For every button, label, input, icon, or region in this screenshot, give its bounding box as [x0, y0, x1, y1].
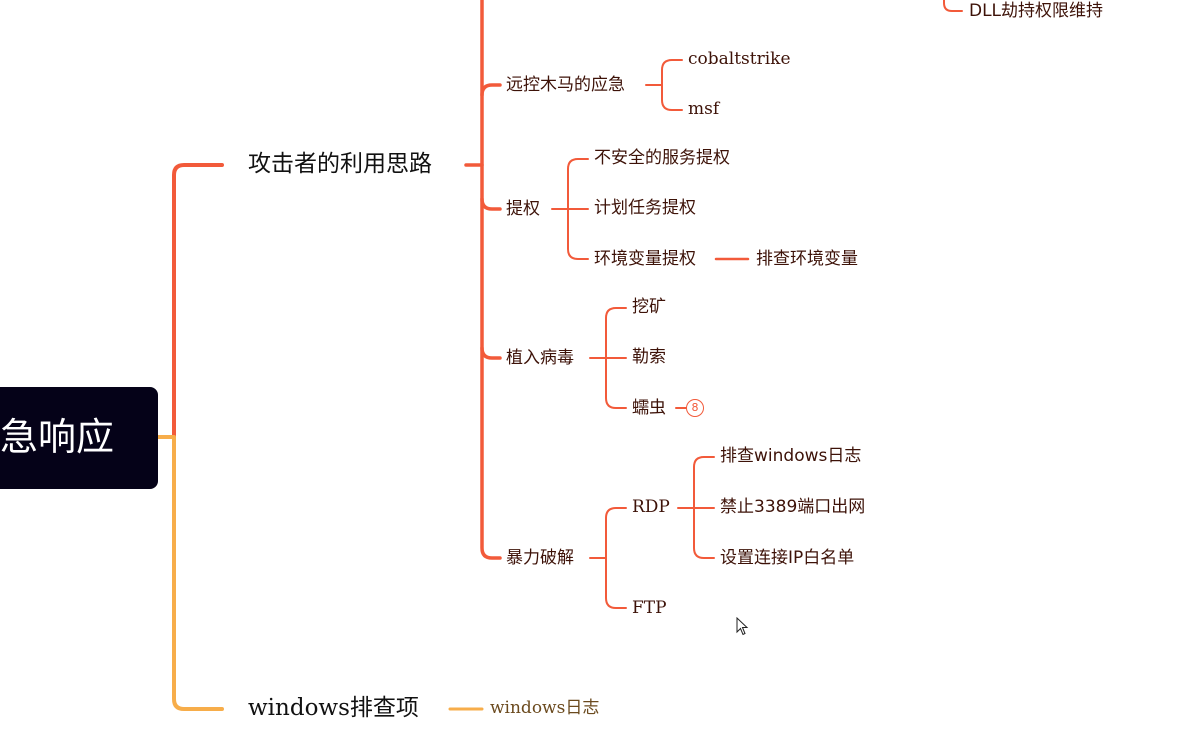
node-dll-hijack[interactable]: DLL劫持权限维持: [969, 1, 1104, 21]
connector-privilege-children: [551, 158, 589, 260]
node-remote-trojan[interactable]: 远控木马的应急: [506, 75, 625, 95]
node-brute-force[interactable]: 暴力破解: [506, 548, 574, 568]
root-node[interactable]: [0, 387, 158, 489]
connector-attacker-spine: [480, 0, 502, 560]
node-virus[interactable]: 植入病毒: [506, 348, 574, 368]
connector-brute-children: [589, 507, 627, 609]
node-scheduled-task[interactable]: 计划任务提权: [594, 198, 696, 218]
node-check-env-var[interactable]: 排查环境变量: [756, 249, 858, 269]
root-node-label: 急响应: [0, 415, 115, 459]
connector-dll: [943, 0, 963, 12]
connector-remote-children: [645, 59, 683, 111]
connector-root-attacker: [156, 163, 224, 439]
connector-spine-privilege: [480, 197, 502, 211]
node-windows-log[interactable]: windows日志: [490, 698, 600, 718]
node-block-3389[interactable]: 禁止3389端口出网: [720, 497, 866, 517]
mouse-cursor-icon: [736, 617, 749, 636]
node-check-windows-log[interactable]: 排查windows日志: [720, 446, 862, 466]
node-mining[interactable]: 挖矿: [632, 297, 666, 317]
node-ip-whitelist[interactable]: 设置连接IP白名单: [720, 548, 855, 568]
node-cobaltstrike[interactable]: cobaltstrike: [688, 49, 791, 69]
connector-spine-virus: [480, 346, 502, 360]
collapsed-count-badge[interactable]: 8: [686, 399, 704, 417]
node-ftp[interactable]: FTP: [632, 598, 667, 618]
node-privilege[interactable]: 提权: [506, 199, 540, 219]
node-env-var-privilege[interactable]: 环境变量提权: [594, 249, 696, 269]
node-windows[interactable]: windows排查项: [248, 695, 419, 721]
connector-root-windows: [156, 435, 224, 711]
node-insecure-service[interactable]: 不安全的服务提权: [594, 148, 730, 168]
node-rdp[interactable]: RDP: [632, 497, 670, 517]
node-attacker[interactable]: 攻击者的利用思路: [248, 151, 432, 177]
connector-virus-children: [589, 307, 627, 409]
connector-rdp-children: [677, 456, 715, 559]
connector-spine-remote: [480, 83, 502, 97]
node-worm[interactable]: 蠕虫: [632, 398, 666, 418]
node-ransomware[interactable]: 勒索: [632, 347, 666, 367]
node-msf[interactable]: msf: [688, 99, 720, 119]
